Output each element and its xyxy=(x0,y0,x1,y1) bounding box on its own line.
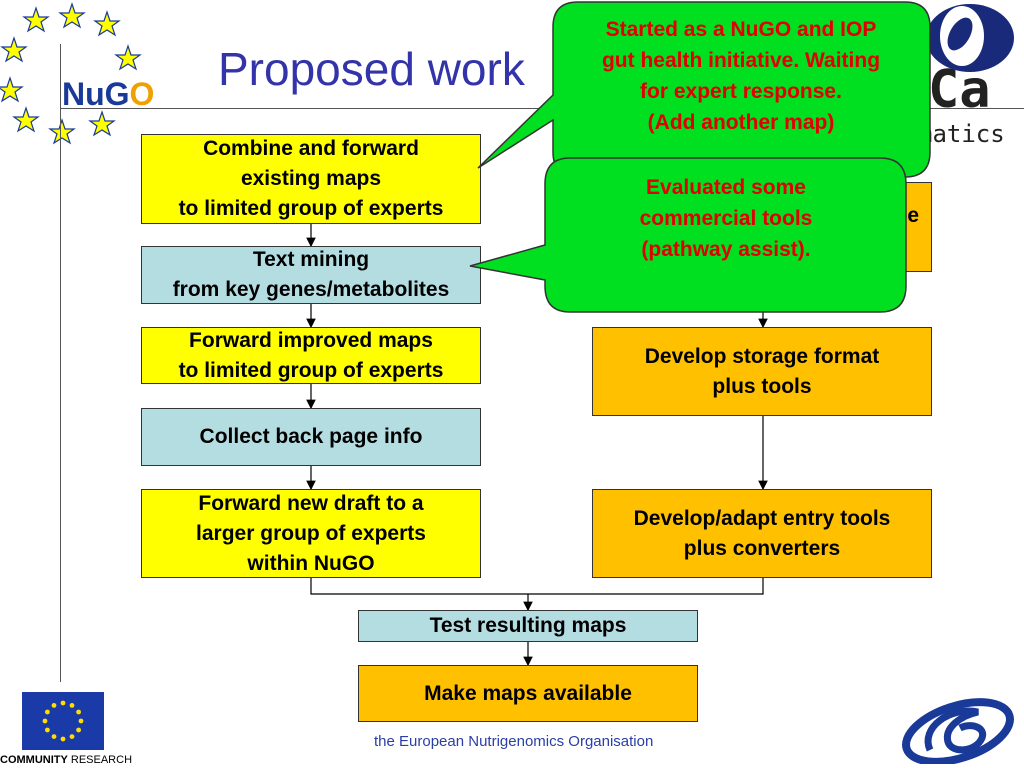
star-icon xyxy=(12,106,40,133)
nugo-star-ring xyxy=(0,2,142,145)
star-icon xyxy=(0,76,24,103)
step-make-maps-available: Make maps available xyxy=(358,665,698,722)
star-icon xyxy=(69,703,75,708)
star-icon xyxy=(42,718,48,724)
star-icon xyxy=(93,10,121,37)
callout-middle-text: Evaluated some commercial tools (pathway… xyxy=(639,176,813,261)
bigcat-logo-subtext: matics xyxy=(918,120,1005,148)
star-icon xyxy=(114,44,142,71)
star-icon xyxy=(78,718,84,724)
star-icon xyxy=(48,118,76,145)
callout-top-text: Started as a NuGO and IOP gut health ini… xyxy=(601,18,881,134)
step-text-mining: Text mining from key genes/metabolites xyxy=(141,246,481,304)
star-icon xyxy=(76,709,81,715)
eu-flag xyxy=(22,692,104,750)
star-icon xyxy=(69,734,75,739)
merge-connector xyxy=(310,578,764,595)
star-icon xyxy=(45,709,50,715)
star-icon xyxy=(60,736,66,742)
bigcat-logo xyxy=(926,4,1014,72)
star-icon xyxy=(58,2,86,29)
page-title: Proposed work xyxy=(218,43,525,95)
star-icon xyxy=(51,734,57,739)
star-icon xyxy=(22,6,50,33)
footer-text: the European Nutrigenomics Organisation xyxy=(374,733,654,750)
star-icon xyxy=(60,700,66,706)
star-icon xyxy=(51,703,57,708)
community-research-label: COMMUNITY RESEARCH xyxy=(0,754,133,766)
callout-middle-bubble xyxy=(469,157,907,313)
step-combine-forward-maps: Combine and forward existing maps to lim… xyxy=(141,134,481,224)
star-icon xyxy=(76,727,81,733)
step-develop-entry-tools: Develop/adapt entry tools plus converter… xyxy=(592,489,932,578)
step-test-resulting-maps: Test resulting maps xyxy=(358,610,698,642)
star-icon xyxy=(88,110,116,137)
star-icon xyxy=(0,36,28,63)
fp6-logo xyxy=(902,698,1014,764)
vertical-divider xyxy=(60,44,61,682)
bigcat-logo-text: Ca xyxy=(928,60,991,120)
step-develop-storage-format: Develop storage format plus tools xyxy=(592,327,932,416)
star-icon xyxy=(45,727,50,733)
step-forward-improved-maps: Forward improved maps to limited group o… xyxy=(141,327,481,384)
step-forward-new-draft: Forward new draft to a larger group of e… xyxy=(141,489,481,578)
nugo-logo: NuGO xyxy=(62,76,155,112)
step-collect-back-page-info: Collect back page info xyxy=(141,408,481,466)
